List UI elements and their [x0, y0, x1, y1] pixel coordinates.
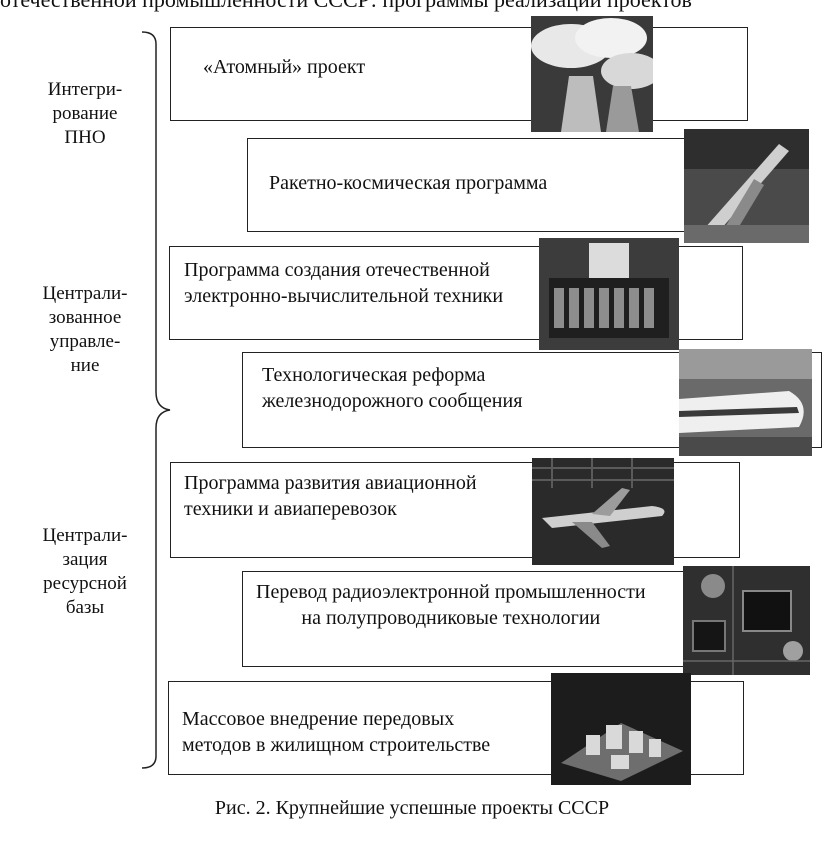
project-label-semiconductors: Перевод радиоэлектронной промышленности … [256, 579, 646, 631]
side-label-centralized-management: Централи- зованное управле- ние [20, 282, 150, 378]
project-label-aviation: Программа развития авиационной техники и… [184, 470, 477, 522]
circuit-board-photo [683, 566, 810, 675]
rocket-launch-photo [684, 129, 809, 243]
side-label-integration: Интегри- рование ПНО [20, 78, 150, 150]
side-label-centralized-resources: Централи- зация ресурсной базы [20, 524, 150, 620]
project-label-housing: Массовое внедрение передовых методов в ж… [182, 706, 490, 758]
housing-model-photo [551, 673, 691, 785]
high-speed-train-photo [679, 349, 812, 456]
airplane-hangar-photo [532, 458, 674, 565]
figure-caption: Рис. 2. Крупнейшие успешные проекты СССР [0, 796, 824, 820]
project-label-rocket-space: Ракетно-космическая программа [269, 170, 547, 196]
project-label-computing: Программа создания отечественной электро… [184, 257, 503, 309]
supercomputer-photo [539, 238, 679, 350]
project-label-atomic: «Атомный» проект [203, 54, 365, 80]
project-label-railway: Технологическая реформа железнодорожного… [262, 362, 522, 414]
cooling-tower-photo [531, 16, 653, 132]
top-cut-text: отечественной промышленности СССР: прогр… [0, 0, 824, 12]
